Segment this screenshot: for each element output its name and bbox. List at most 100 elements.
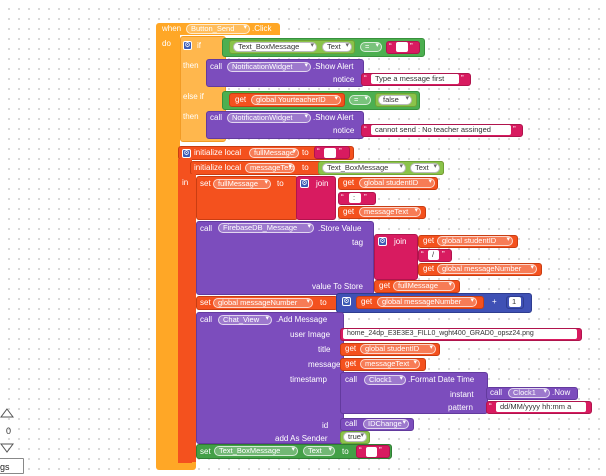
alert2-call-label: call [210,113,223,122]
chat-method-label: .Add Message [276,315,328,324]
cond1-text-value[interactable] [396,42,408,52]
chat-id-label: id [322,421,329,430]
local2-property-dropdown[interactable]: Text [410,163,440,173]
cond2-operator-dropdown[interactable]: = [349,95,371,105]
set3-to-label: to [342,447,349,456]
chat-get2-label: get [345,359,357,368]
local2-component-dropdown[interactable]: Text_BoxMessage [322,163,406,173]
store-value-block[interactable] [196,221,374,295]
chat-format-label: .Format Date Time [408,375,475,384]
left-panel-button[interactable] [0,458,24,474]
join2-get1-label: get [423,236,435,245]
chat-clock-dropdown[interactable]: Clock1 [364,375,406,385]
store-get3-label: get [379,281,391,290]
join2-slash-text-value[interactable]: / [428,250,439,260]
init-local-mutator-gear-icon[interactable]: ⚙ [182,149,191,158]
set2-to-label: to [320,298,327,307]
set3-component-dropdown[interactable]: Text_BoxMessage [214,446,298,456]
in-label: in [182,178,189,187]
store-call-label: call [200,224,213,233]
bool-dropdown[interactable]: true [343,432,367,442]
number-value[interactable]: 1 [509,297,521,307]
chat-var2-dropdown[interactable]: messageText [360,359,420,369]
join2-mutator-gear-icon[interactable]: ⚙ [378,237,387,246]
event-name-label: .Click [252,24,272,33]
chat-message-label: message [308,360,341,369]
set2-get-var-dropdown[interactable]: global messageNumber [377,297,477,307]
chat-component-dropdown[interactable]: Chat_View [218,315,272,325]
set3-text-value[interactable] [366,447,377,457]
close-quote-icon: ” [364,193,367,202]
join1-var2-dropdown[interactable]: messageText [359,207,421,217]
close-quote-icon: ” [442,250,445,259]
chat-call3-label: call [490,388,503,397]
cond2-var-dropdown[interactable]: global YourteacherID [251,95,341,105]
alert1-method-label: .Show Alert [313,62,354,71]
event-block-footer [156,462,196,470]
then-label-2: then [183,112,199,121]
join1-var1-dropdown[interactable]: global studentID [359,178,435,188]
local1-text-value[interactable] [324,148,336,158]
alert1-call-label: call [210,62,223,71]
cond2-value-dropdown[interactable]: false [378,95,412,105]
join2-label: join [394,237,407,246]
join2-var1-dropdown[interactable]: global studentID [437,236,513,246]
alert1-component-dropdown[interactable]: NotificationWidget [227,62,311,72]
chat-var1-dropdown[interactable]: global studentID [360,344,436,354]
chat-pattern-label: pattern [448,403,473,412]
close-quote-icon: ” [379,446,382,455]
open-quote-icon: “ [389,42,392,51]
alert1-text-value[interactable]: Type a message first [371,74,459,84]
set3-set-label: set [200,447,211,456]
cond1-operator-dropdown[interactable]: = [360,42,382,52]
store-value-label: value To Store [312,282,363,291]
if-label: if [197,41,201,50]
set1-var-dropdown[interactable]: fullMessage [213,179,271,189]
join1-colon-text-value[interactable]: : [349,193,361,203]
then-label: then [183,61,199,70]
add-message-block[interactable] [196,312,344,444]
event-component-dropdown[interactable]: Button_Send [186,24,250,34]
add-mutator-gear-icon[interactable]: ⚙ [342,297,351,306]
open-quote-icon: “ [364,125,367,134]
set2-var-dropdown[interactable]: global messageNumber [213,298,313,308]
chat-get1-label: get [345,344,357,353]
alert2-text-value[interactable]: cannot send : No teacher assinged [371,125,511,135]
set2-set-label: set [200,298,211,307]
join1-get2-label: get [343,207,355,216]
local2-to-label: to [302,163,309,172]
store-var3-dropdown[interactable]: fullMessage [393,281,455,291]
join2-get2-label: get [423,264,435,273]
user-image-text-value[interactable]: home_24dp_E3E3E3_FILL0_wght400_GRAD0_ops… [343,329,577,339]
open-quote-icon: “ [359,446,362,455]
chat-idchange-dropdown[interactable]: IDChange [363,419,409,429]
set2-get-label: get [361,297,373,306]
alert2-component-dropdown[interactable]: NotificationWidget [227,113,311,123]
chat-now-label: .Now [552,388,571,397]
chat-clock2-dropdown[interactable]: Clock1 [508,388,550,398]
cond1-component-dropdown[interactable]: Text_BoxMessage [233,42,317,52]
set3-property-dropdown[interactable]: Text [303,446,335,456]
pattern-text-value[interactable]: dd/MM/yyyy hh:mm a [496,402,586,412]
alert2-method-label: .Show Alert [313,113,354,122]
chat-timestamp-label: timestamp [290,375,327,384]
cond1-property-dropdown[interactable]: Text [322,42,352,52]
store-method-label: .Store Value [318,224,362,233]
zoom-up-arrow-icon [0,408,14,418]
join1-mutator-gear-icon[interactable]: ⚙ [300,179,309,188]
store-component-dropdown[interactable]: FirebaseDB_Message [218,223,314,233]
init-local-messagetext-spine [178,174,196,462]
local1-to-label: to [302,148,309,157]
zoom-control-icon[interactable] [0,408,14,456]
close-quote-icon: ” [339,147,342,156]
if-mutator-gear-icon[interactable]: ⚙ [183,41,192,50]
local2-name-field[interactable]: messageText [245,163,295,173]
local1-name-field[interactable]: fullMessage [249,148,299,158]
cond2-get-label: get [235,95,247,104]
alert1-notice-label: notice [333,75,355,84]
open-quote-icon: “ [421,250,424,259]
join2-var2-dropdown[interactable]: global messageNumber [437,264,537,274]
do-label: do [162,39,171,48]
add-operator-label: + [492,297,497,306]
local2-label: initialize local [194,163,242,172]
